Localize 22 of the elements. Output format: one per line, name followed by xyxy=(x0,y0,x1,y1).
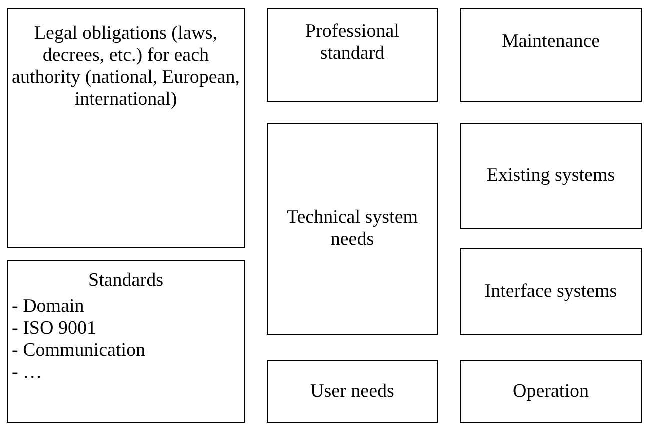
requirement-box xyxy=(460,8,642,102)
requirement-box xyxy=(7,260,245,423)
list-item: - … xyxy=(11,362,44,384)
box-text: Operation xyxy=(512,380,590,402)
requirement-box xyxy=(267,8,438,102)
box-text: Legal obligations (laws, decrees, etc.) for each authority (national, European, international) xyxy=(11,23,241,111)
box-text: Technical system needs xyxy=(286,207,420,251)
box-text: User needs xyxy=(310,380,396,402)
requirement-box xyxy=(460,248,642,335)
box-text: Professional standard xyxy=(304,21,400,65)
box-text: Existing systems xyxy=(486,165,616,187)
box-heading: Standards xyxy=(88,270,164,292)
list-item: - Communication xyxy=(11,340,147,362)
requirement-box xyxy=(267,360,438,423)
requirement-box xyxy=(460,360,642,423)
requirement-box xyxy=(460,123,642,229)
list-item: - ISO 9001 xyxy=(11,318,98,340)
list-item: - Domain xyxy=(11,296,86,318)
requirement-box xyxy=(267,123,438,335)
requirement-box xyxy=(7,8,245,248)
box-text: Maintenance xyxy=(500,31,602,53)
box-text: Interface systems xyxy=(484,280,618,302)
